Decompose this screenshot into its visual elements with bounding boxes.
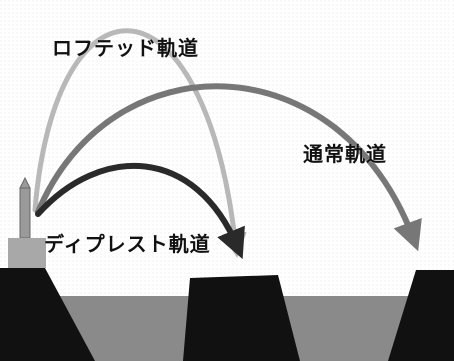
normal-trajectory-label: 通常軌道	[303, 142, 387, 166]
left-landmass	[0, 268, 95, 361]
normal-trajectory	[35, 83, 422, 252]
lofted-trajectory	[32, 28, 247, 258]
lofted-trajectory-label: ロフテッド軌道	[52, 36, 199, 60]
launcher-base	[8, 238, 46, 268]
depressed-trajectory-label: ディプレスト軌道	[44, 232, 211, 256]
middle-island	[183, 275, 300, 361]
missile	[19, 187, 31, 239]
right-landmass	[388, 270, 454, 361]
depressed-trajectory	[35, 162, 245, 260]
missile-nose	[19, 176, 31, 189]
